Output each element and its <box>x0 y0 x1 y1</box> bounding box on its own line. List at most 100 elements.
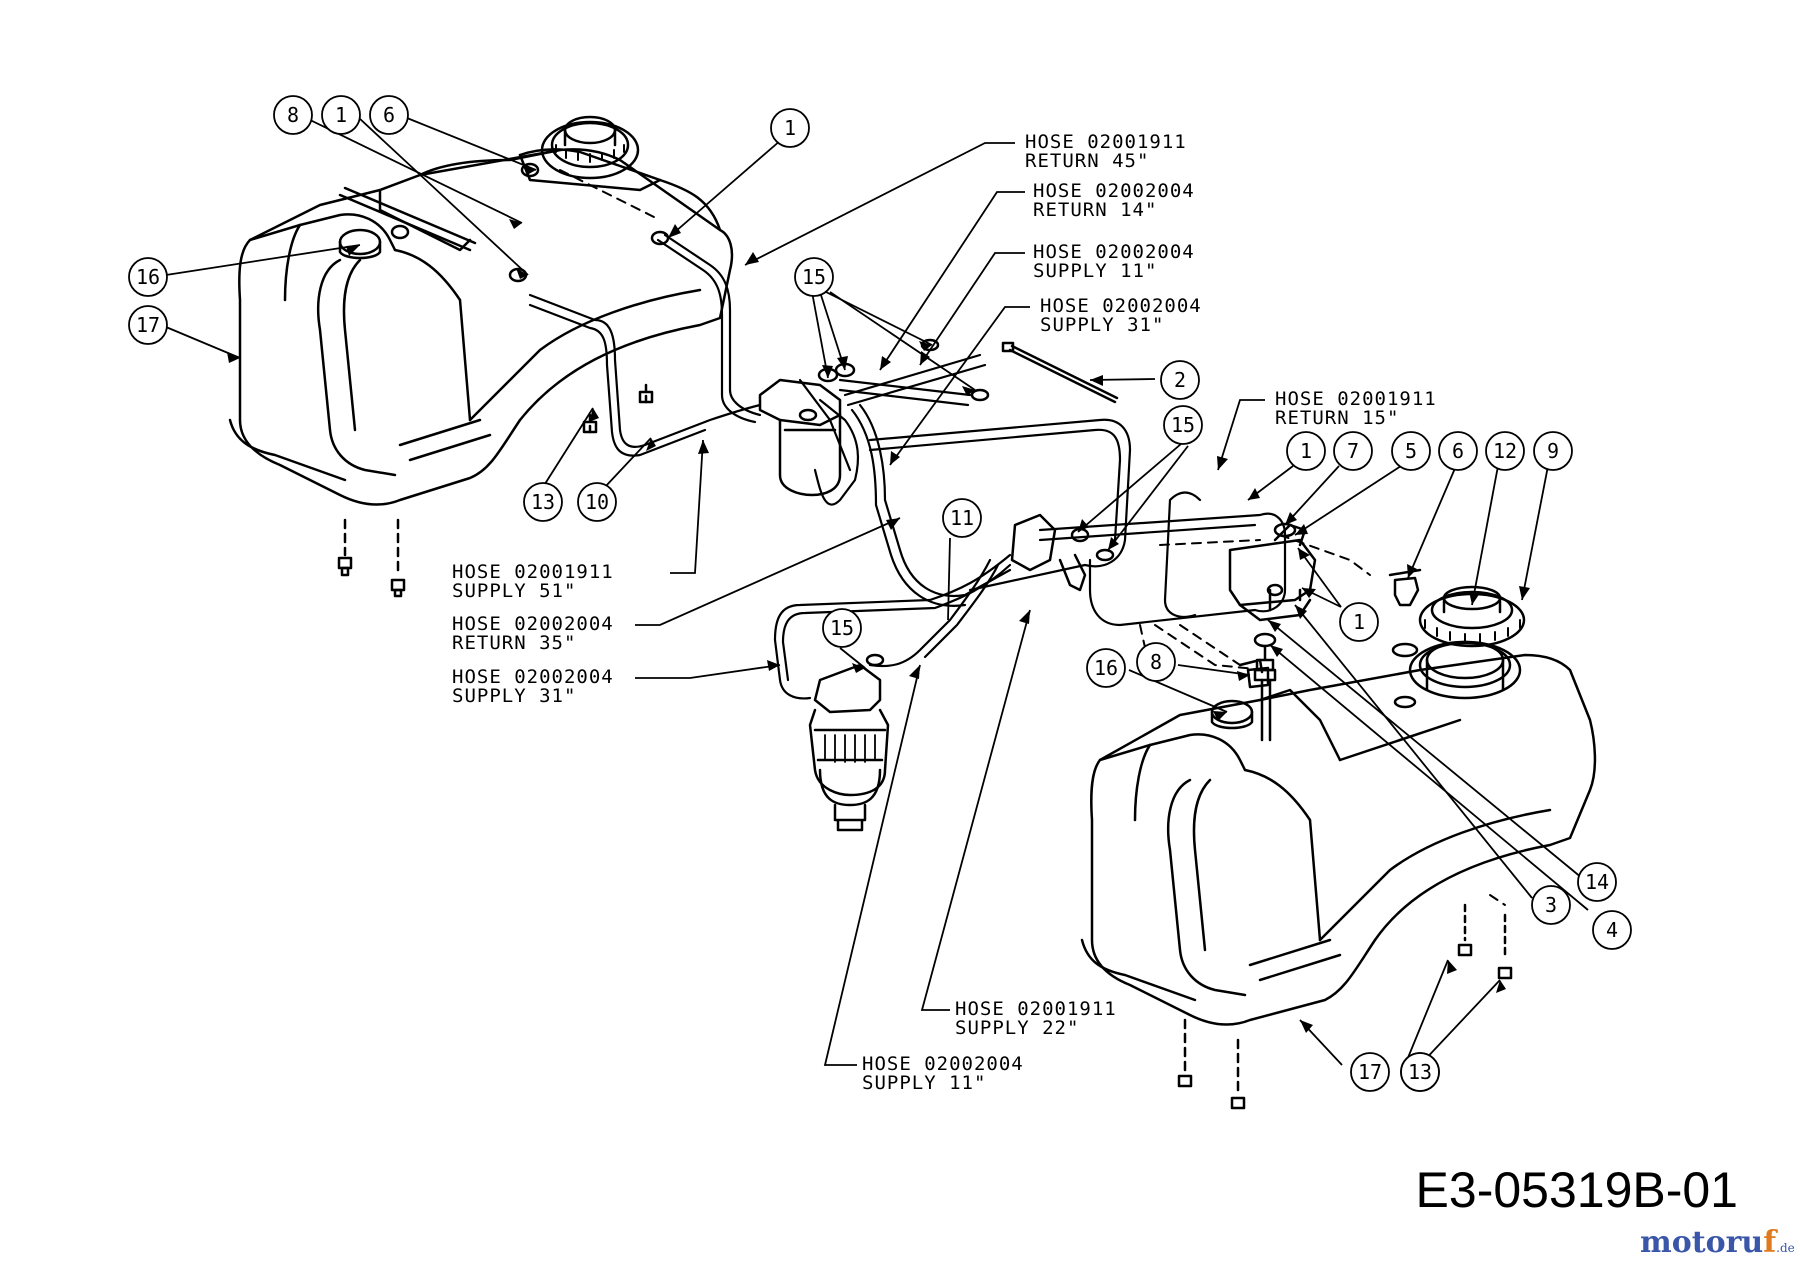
callout-number: 5 <box>1405 439 1417 463</box>
callout-number: 16 <box>1094 656 1118 680</box>
callout-11: 11 <box>942 498 982 538</box>
hose-label-2-line1: HOSE 02002004 <box>1033 180 1195 202</box>
callout-8: 8 <box>273 95 313 135</box>
hose-label-10-line2: SUPPLY 11" <box>862 1072 986 1094</box>
callout-circle <box>942 498 982 538</box>
callout-1: 1 <box>1339 602 1379 642</box>
brand-suffix: .de <box>1776 1241 1795 1255</box>
callout-6: 6 <box>1438 431 1478 471</box>
callout-circle <box>1160 360 1200 400</box>
callout-circle <box>128 257 168 297</box>
callout-number: 10 <box>585 490 609 514</box>
callout-number: 13 <box>1408 1060 1432 1084</box>
callout-1: 1 <box>770 108 810 148</box>
callout-number: 4 <box>1606 918 1618 942</box>
callout-number: 1 <box>335 103 347 127</box>
drawing-id: E3-05319B-01 <box>1416 1162 1738 1218</box>
right-fuel-tank <box>1080 653 1597 1026</box>
callout-number: 14 <box>1585 870 1609 894</box>
callout-circle <box>1391 431 1431 471</box>
callout-circle <box>1531 885 1571 925</box>
callout-number: 11 <box>950 506 974 530</box>
callout-circle <box>1485 431 1525 471</box>
callout-16: 16 <box>1086 648 1126 688</box>
hose-label-4-line1: HOSE 02002004 <box>1040 295 1202 317</box>
callout-2: 2 <box>1160 360 1200 400</box>
hose-label-7-line2: RETURN 35" <box>452 632 576 654</box>
callout-number: 2 <box>1174 368 1186 392</box>
hose-label-1-line2: RETURN 45" <box>1025 150 1149 172</box>
hose-label-8-line2: SUPPLY 31" <box>452 685 576 707</box>
left-tank-filler-cap <box>540 115 640 180</box>
callout-circle <box>1592 910 1632 950</box>
callout-16: 16 <box>128 257 168 297</box>
callout-number: 1 <box>784 116 796 140</box>
callout-1: 1 <box>1286 431 1326 471</box>
callout-circle <box>1136 642 1176 682</box>
callout-number: 15 <box>830 616 854 640</box>
callout-number: 7 <box>1347 439 1359 463</box>
callout-1: 1 <box>321 95 361 135</box>
left-tank-bolts <box>337 378 654 598</box>
right-tank-grommet <box>1391 642 1419 709</box>
callout-circle <box>794 257 834 297</box>
hose-label-9-line1: HOSE 02001911 <box>955 998 1117 1020</box>
callout-number: 17 <box>1358 1060 1382 1084</box>
callout-number: 6 <box>1452 439 1464 463</box>
leader-lines <box>165 117 1589 1066</box>
hose-label-3-line1: HOSE 02002004 <box>1033 241 1195 263</box>
callout-circle <box>1400 1052 1440 1092</box>
fuel-hoses <box>528 233 1287 700</box>
hose-label-1-line1: HOSE 02001911 <box>1025 131 1187 153</box>
callout-circle <box>1577 862 1617 902</box>
callout-14: 14 <box>1577 862 1617 902</box>
callout-circle <box>1339 602 1379 642</box>
callout-number: 1 <box>1300 439 1312 463</box>
callout-number: 3 <box>1545 893 1557 917</box>
callout-number: 6 <box>383 103 395 127</box>
left-fuel-gauge <box>338 228 382 260</box>
callout-circle <box>273 95 313 135</box>
callout-circle <box>1086 648 1126 688</box>
callout-number: 1 <box>1353 610 1365 634</box>
callout-circle <box>1333 431 1373 471</box>
callout-17: 17 <box>1350 1052 1390 1092</box>
callout-3: 3 <box>1531 885 1571 925</box>
brand-logo: motoruf.de <box>1640 1225 1795 1260</box>
callout-13: 13 <box>523 482 563 522</box>
callout-number: 16 <box>136 265 160 289</box>
callout-7: 7 <box>1333 431 1373 471</box>
hose-label-6-line1: HOSE 02001911 <box>452 561 614 583</box>
callout-circle <box>770 108 810 148</box>
right-tank-bolts <box>1177 903 1513 1110</box>
cable-tie <box>1001 341 1119 404</box>
callout-number: 15 <box>802 265 826 289</box>
callout-circle <box>1438 431 1478 471</box>
callout-circle <box>523 482 563 522</box>
callout-circle <box>1350 1052 1390 1092</box>
lower-fuel-filter <box>808 653 890 832</box>
callout-number: 8 <box>287 103 299 127</box>
callout-15: 15 <box>822 608 862 648</box>
hose-label-8-line1: HOSE 02002004 <box>452 666 614 688</box>
elbow-fitting <box>1388 568 1422 607</box>
callout-number: 13 <box>531 490 555 514</box>
callout-circle <box>1163 405 1203 445</box>
hose-label-2-line2: RETURN 14" <box>1033 199 1157 221</box>
hose-labels: HOSE 02001911 RETURN 45" HOSE 02002004 R… <box>452 131 1436 1094</box>
hose-label-4-line2: SUPPLY 31" <box>1040 314 1164 336</box>
callout-12: 12 <box>1485 431 1525 471</box>
callout-15: 15 <box>1163 405 1203 445</box>
left-fuel-tank <box>228 148 734 506</box>
callout-circle <box>128 305 168 345</box>
callout-10: 10 <box>577 482 617 522</box>
hose-label-7-line1: HOSE 02002004 <box>452 613 614 635</box>
callout-number: 15 <box>1171 413 1195 437</box>
callout-circle <box>369 95 409 135</box>
right-tank-filler-neck <box>1408 640 1522 700</box>
callout-17: 17 <box>128 305 168 345</box>
right-fuel-gauge <box>1210 668 1277 742</box>
callout-5: 5 <box>1391 431 1431 471</box>
upper-fuel-filter <box>758 378 842 497</box>
